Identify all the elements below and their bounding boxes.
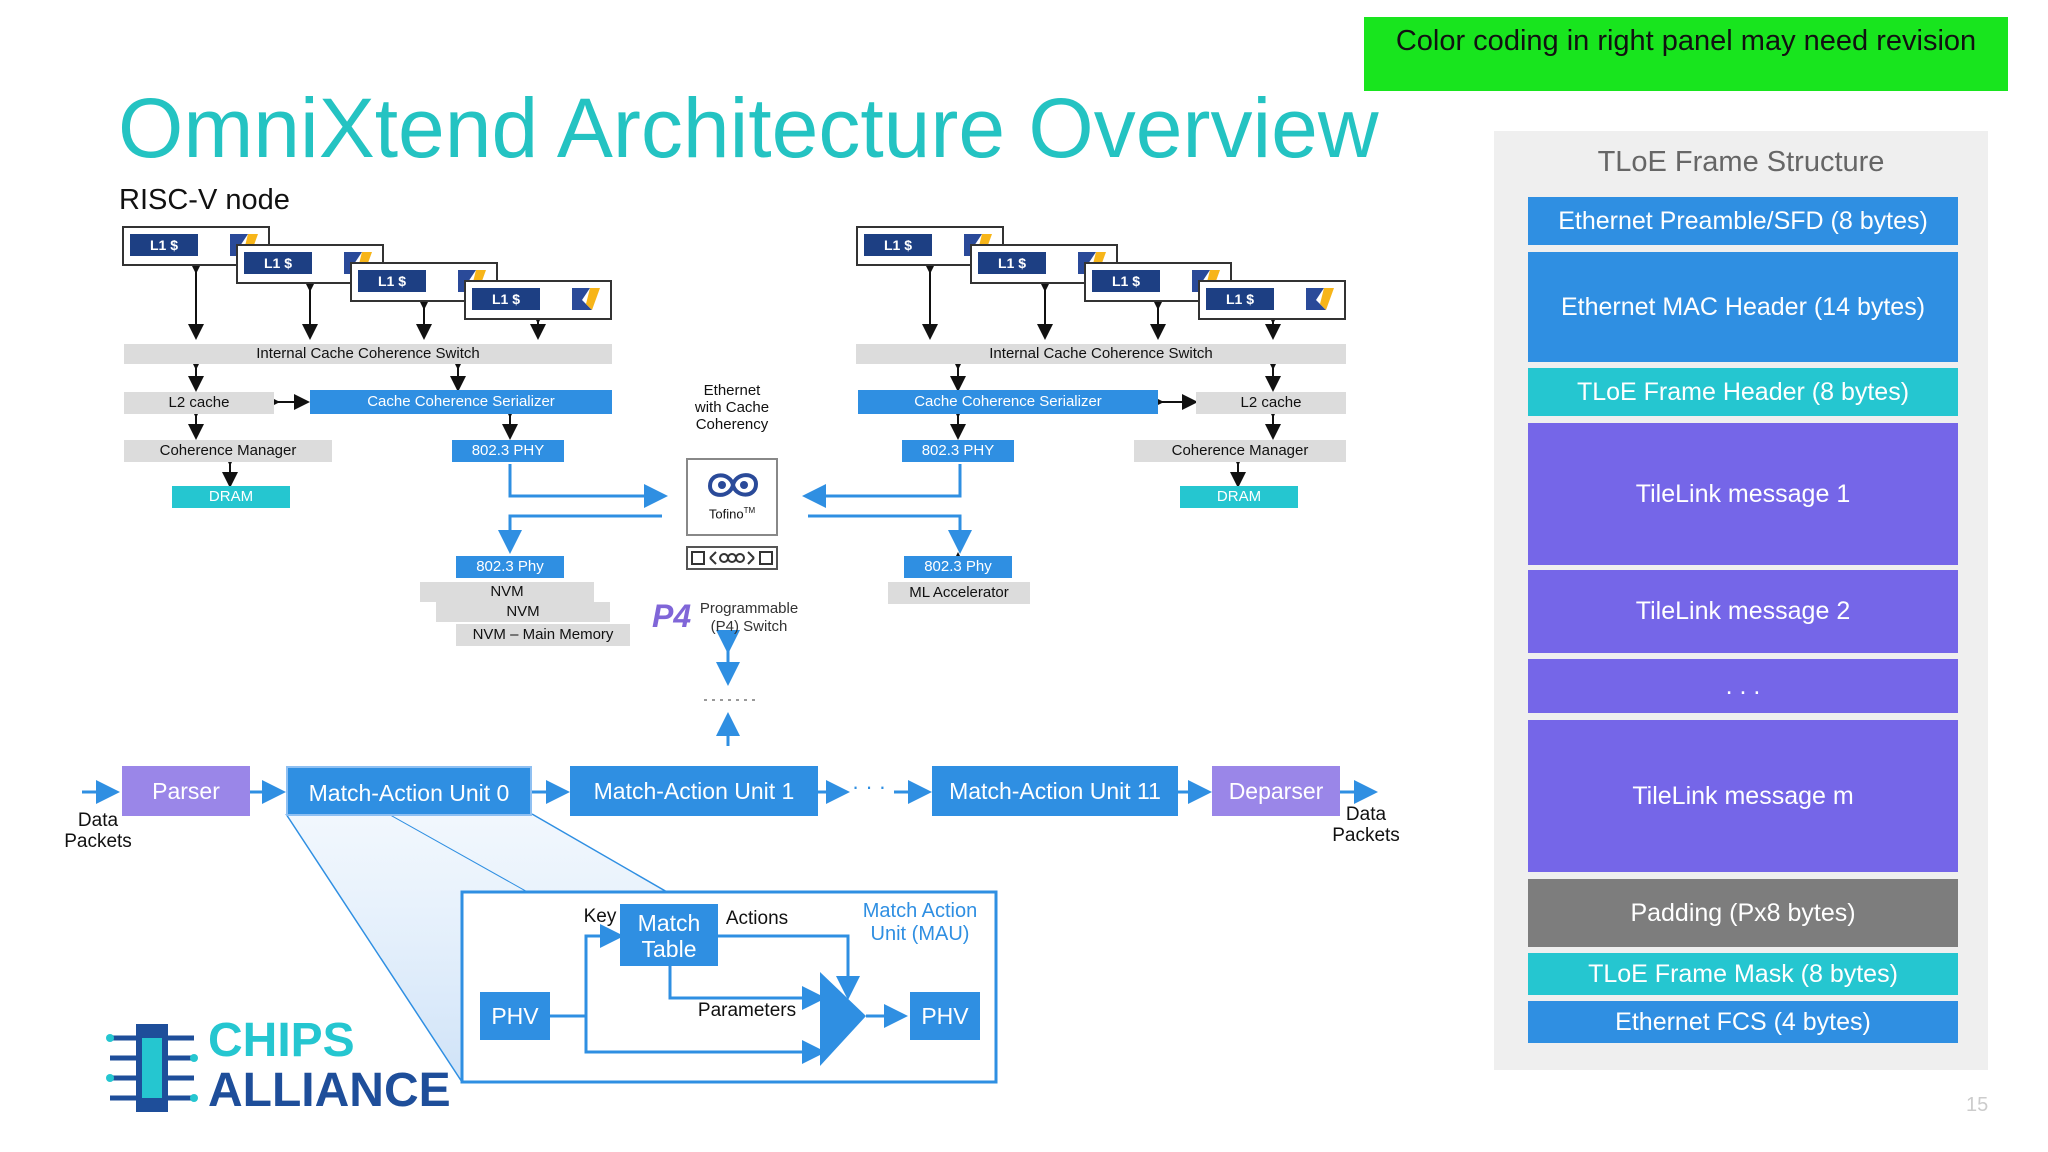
- l2-cache: L2 cache: [124, 392, 274, 414]
- ethernet-label-line: Coherency: [695, 416, 769, 433]
- right-node-arrows: [922, 258, 1281, 574]
- frame-field: TLoE Frame Mask (8 bytes): [1528, 953, 1958, 995]
- slide-title: OmniXtend Architecture Overview: [118, 81, 1379, 175]
- l1-cache-label: L1 $: [1206, 288, 1274, 310]
- l1-cache-label: L1 $: [864, 234, 932, 256]
- tofino-text: Tofino: [708, 506, 744, 522]
- nvm-module: NVM: [436, 602, 610, 622]
- tofino-switch-box: TofinoTM: [686, 458, 778, 536]
- tofino-label: TofinoTM: [688, 506, 776, 521]
- p4-switch-label: Programmable (P4) Switch: [694, 600, 804, 636]
- mau-unit-label: Match Action Unit (MAU): [852, 900, 988, 946]
- tofino-tm: TM: [743, 506, 756, 515]
- frame-field: TileLink message m: [1528, 720, 1958, 872]
- l1-cache-label: L1 $: [244, 252, 312, 274]
- data-out-line: Packets: [1332, 825, 1400, 846]
- l1-cache-box: L1 $: [1198, 280, 1346, 320]
- pipeline-ellipsis: · · ·: [851, 774, 887, 799]
- chips-alliance-logo-icon: [106, 1024, 198, 1112]
- storage-phy: 802.3 Phy: [456, 556, 564, 578]
- nvm-module: NVM: [420, 582, 594, 602]
- match-table: Match Table: [620, 904, 718, 966]
- tofino-logo-icon: [707, 473, 759, 497]
- coherence-serializer: Cache Coherence Serializer: [858, 390, 1158, 414]
- frame-field: Ethernet MAC Header (14 bytes): [1528, 252, 1958, 362]
- frame-field: . . .: [1528, 659, 1958, 713]
- ml-accelerator: ML Accelerator: [888, 582, 1030, 604]
- ethernet-coherency-label: Ethernet with Cache Coherency: [672, 382, 792, 433]
- mau-label-line: Match Action: [862, 900, 978, 922]
- mau-stage-0: Match-Action Unit 0: [286, 766, 532, 816]
- p4-label-line: (P4) Switch: [710, 618, 788, 635]
- parser-stage: Parser: [122, 766, 250, 816]
- mau-detail-arrows: [550, 924, 908, 1064]
- frame-field: TileLink message 2: [1528, 570, 1958, 653]
- data-in-line: Data: [77, 810, 119, 831]
- revision-warning-banner: Color coding in right panel may need rev…: [1364, 17, 2008, 91]
- mau-action-merge: [820, 972, 866, 1066]
- l1-cache-label: L1 $: [978, 252, 1046, 274]
- risc-v-logo-icon: [1306, 288, 1334, 310]
- key-label: Key: [583, 906, 617, 927]
- l1-cache-label: L1 $: [130, 234, 198, 256]
- phv-output: PHV: [910, 992, 980, 1040]
- left-node-arrows: [188, 258, 546, 488]
- coherence-serializer: Cache Coherence Serializer: [310, 390, 612, 414]
- internal-coherence-switch: Internal Cache Coherence Switch: [856, 344, 1346, 364]
- mau-stage-1: Match-Action Unit 1: [570, 766, 818, 816]
- frame-field: Padding (Px8 bytes): [1528, 879, 1958, 947]
- data-in-line: Packets: [64, 831, 132, 852]
- phv-input: PHV: [480, 992, 550, 1040]
- switch-link-arrows: [498, 464, 972, 746]
- page-number: 15: [1966, 1094, 1989, 1116]
- internal-coherence-switch: Internal Cache Coherence Switch: [124, 344, 612, 364]
- logo-text-chips: CHIPS: [208, 1014, 355, 1067]
- p4-label-line: Programmable: [699, 600, 799, 617]
- coherence-manager: Coherence Manager: [124, 440, 332, 462]
- mau-stage-11: Match-Action Unit 11: [932, 766, 1178, 816]
- data-packets-in-label: Data Packets: [62, 810, 134, 852]
- actions-label: Actions: [725, 908, 789, 929]
- switch-ports-icon: [686, 546, 778, 570]
- frame-field: Ethernet FCS (4 bytes): [1528, 1001, 1958, 1043]
- storage-phy: 802.3 Phy: [904, 556, 1012, 578]
- dram: DRAM: [1180, 486, 1298, 508]
- mau-label-line: Unit (MAU): [870, 923, 970, 945]
- frame-structure-title: TLoE Frame Structure: [1597, 146, 1885, 178]
- match-table-line: Table: [641, 936, 697, 962]
- risc-v-logo-icon: [572, 288, 600, 310]
- coherence-manager: Coherence Manager: [1134, 440, 1346, 462]
- l1-cache-label: L1 $: [1092, 270, 1160, 292]
- parameters-label: Parameters: [697, 1000, 797, 1021]
- ethernet-label-line: Ethernet: [703, 382, 761, 399]
- phy-802-3: 802.3 PHY: [452, 440, 564, 462]
- logo-text-alliance: ALLIANCE: [208, 1064, 451, 1117]
- l1-cache-box: L1 $: [464, 280, 612, 320]
- phy-802-3: 802.3 PHY: [902, 440, 1014, 462]
- data-packets-out-label: Data Packets: [1328, 804, 1404, 846]
- l1-cache-label: L1 $: [358, 270, 426, 292]
- ethernet-label-line: with Cache: [694, 399, 770, 416]
- dram: DRAM: [172, 486, 290, 508]
- risc-v-node-label: RISC-V node: [119, 184, 290, 216]
- nvm-main-memory: NVM – Main Memory: [456, 624, 630, 646]
- deparser-stage: Deparser: [1212, 766, 1340, 816]
- frame-field: Ethernet Preamble/SFD (8 bytes): [1528, 197, 1958, 245]
- frame-field: TileLink message 1: [1528, 423, 1958, 565]
- mau-detail-box: [460, 890, 998, 1084]
- l2-cache: L2 cache: [1196, 392, 1346, 414]
- l1-cache-label: L1 $: [472, 288, 540, 310]
- data-out-line: Data: [1345, 804, 1387, 825]
- match-table-line: Match: [637, 910, 701, 936]
- frame-field: TLoE Frame Header (8 bytes): [1528, 368, 1958, 416]
- p4-logo-icon: P4: [652, 598, 692, 634]
